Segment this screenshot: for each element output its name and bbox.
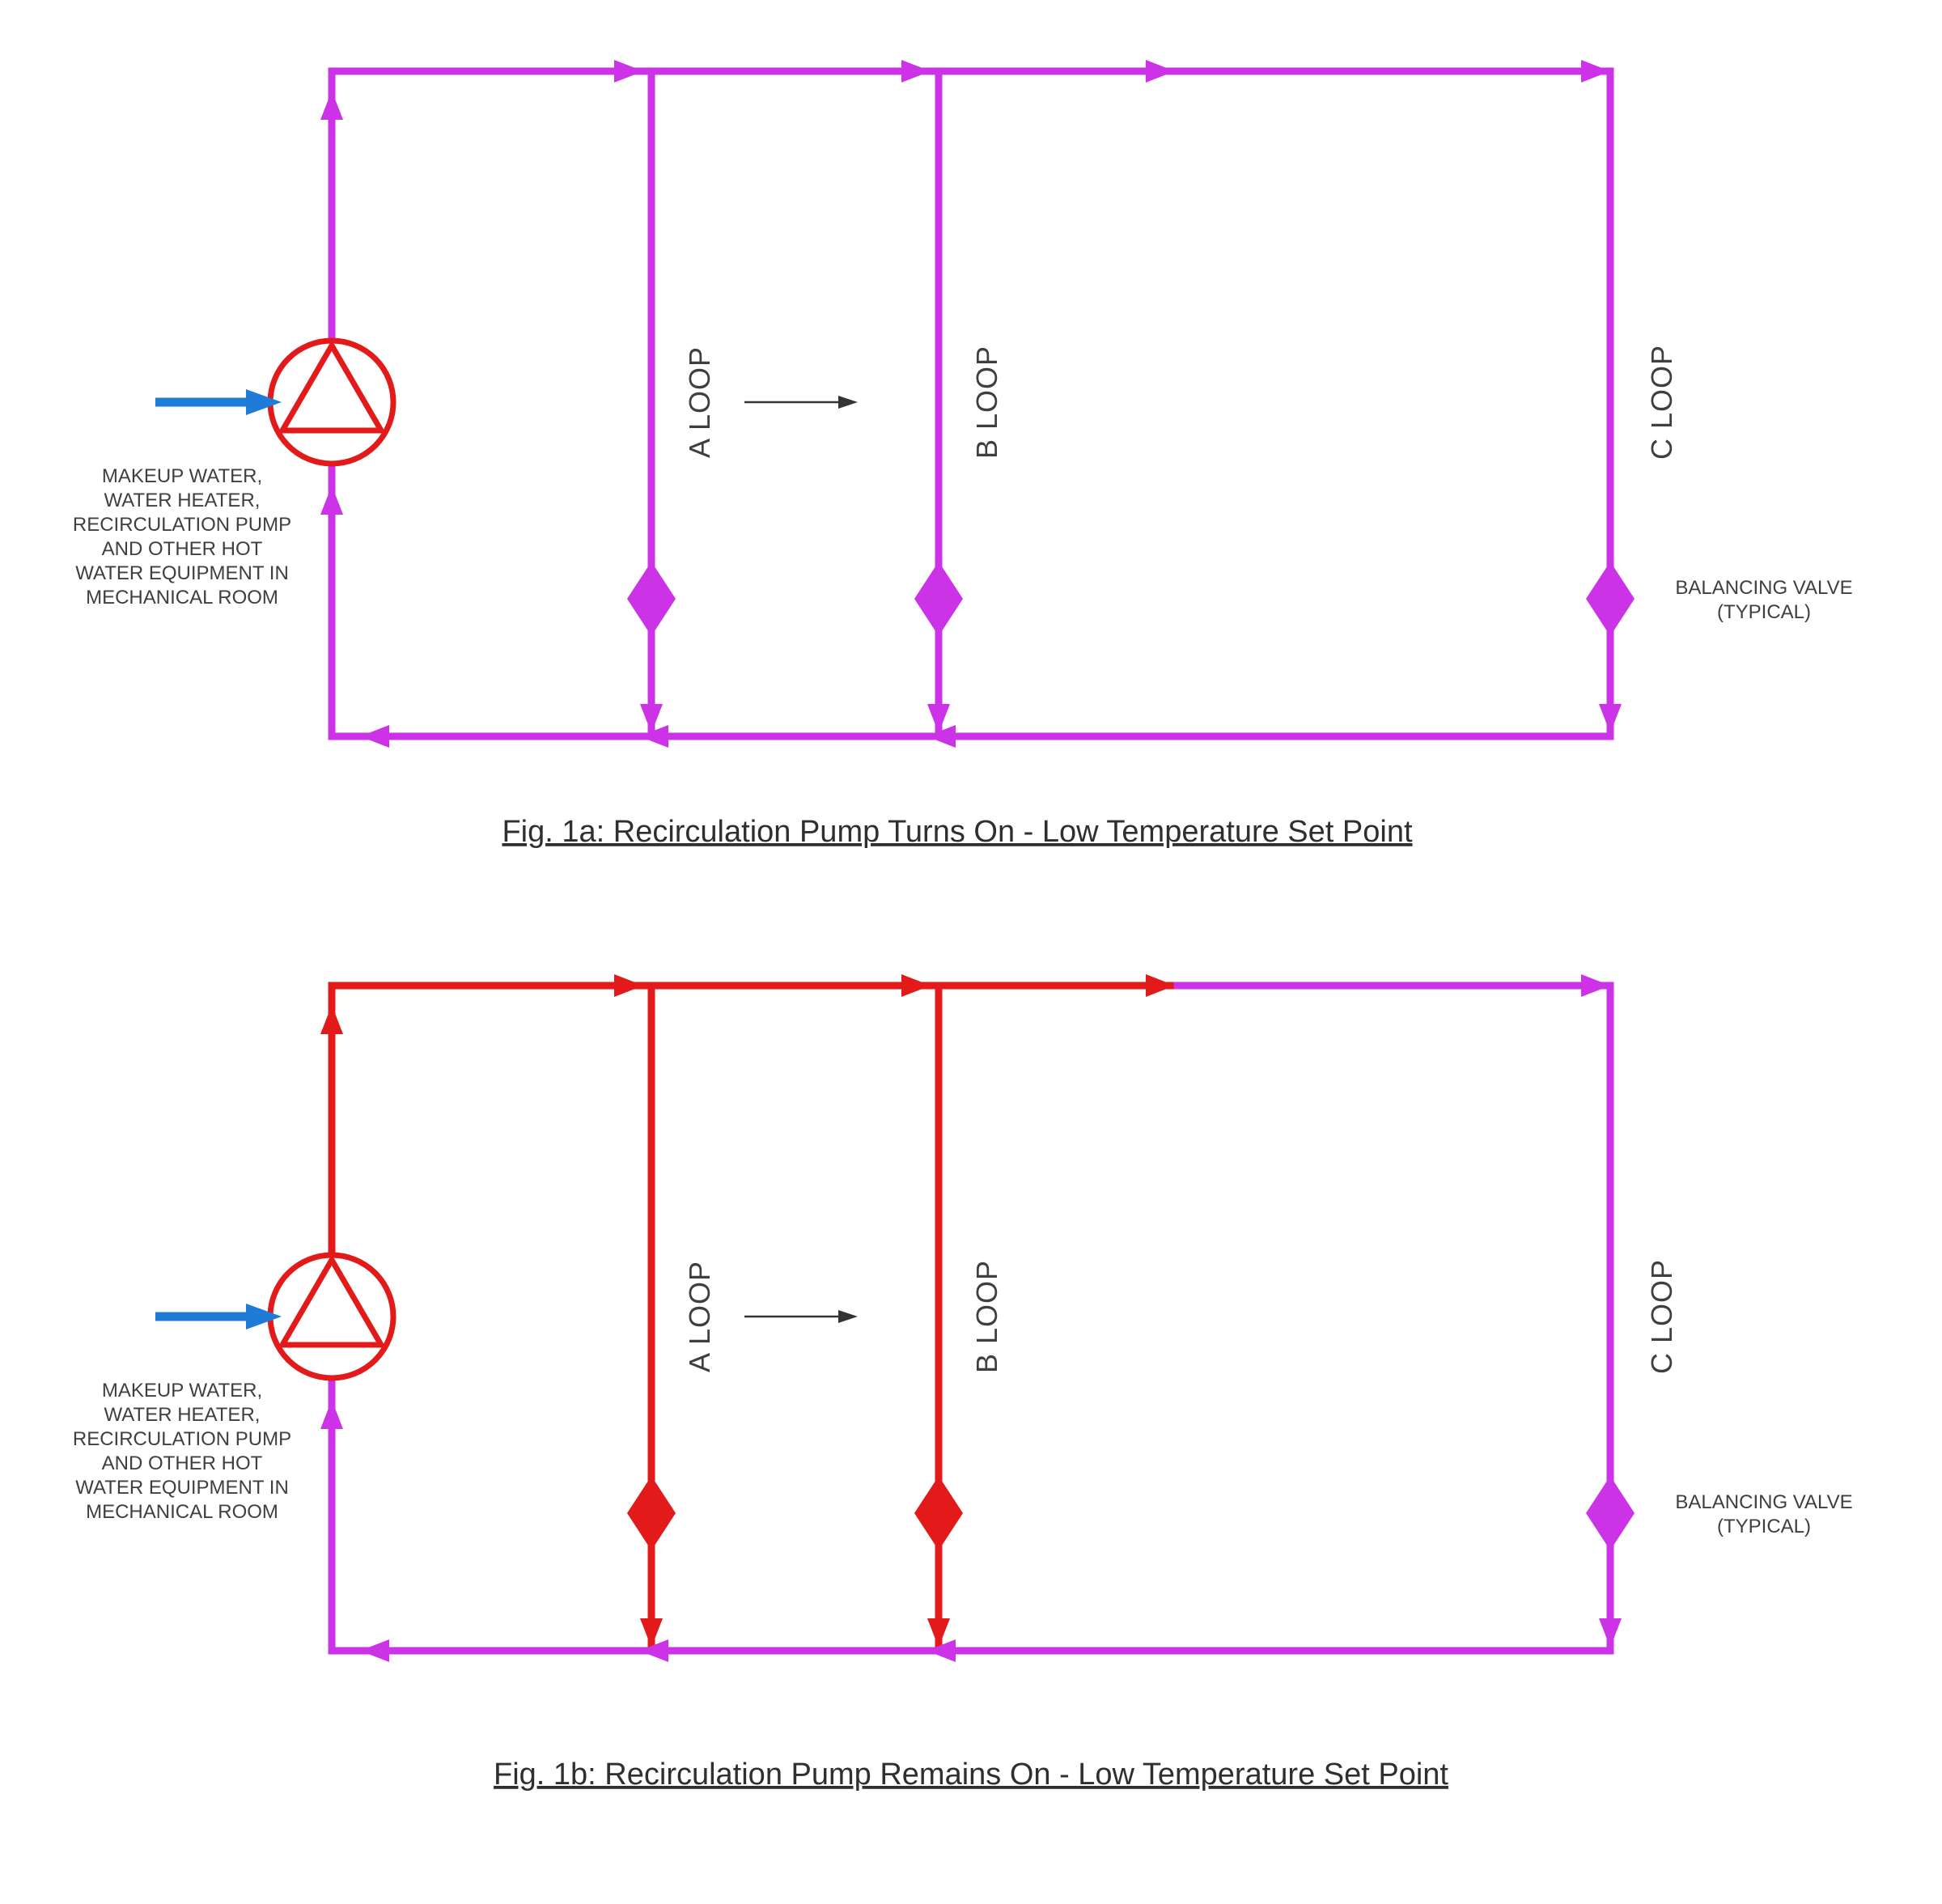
equipment-note: MAKEUP WATER, WATER HEATER, RECIRCULATIO… [73,1380,291,1523]
flow-arrow-icon [901,974,931,997]
equipment-note-line: WATER HEATER, [104,490,261,511]
equipment-note-line: RECIRCULATION PUMP [73,1428,291,1450]
equipment-note-line: MECHANICAL ROOM [86,1501,278,1523]
pump-casing [267,1252,396,1381]
balancing-valve-c [1586,1476,1635,1550]
figure-1a-caption: Fig. 1a: Recirculation Pump Turns On - L… [502,815,1412,849]
flow-arrow-icon [1146,974,1175,997]
equipment-note: MAKEUP WATER, WATER HEATER, RECIRCULATIO… [73,465,291,609]
fig-1b-diagram: MAKEUP WATER, WATER HEATER, RECIRCULATIO… [73,974,1853,1792]
equipment-note-line: WATER HEATER, [104,1404,261,1426]
inlet-flow-arrow-head [246,389,282,415]
flow-direction-arrow-icon [744,1310,858,1323]
flow-arrow-icon [614,60,643,83]
loop-c-label: C LOOP [1645,345,1678,460]
loop-c-label: C LOOP [1645,1259,1678,1374]
pump-casing [267,337,396,467]
flow-arrow-icon [360,1639,389,1662]
equipment-note-line: WATER EQUIPMENT IN [75,562,289,584]
figure-1b-caption: Fig. 1b: Recirculation Pump Remains On -… [494,1758,1448,1792]
balancing-valve-note: BALANCING VALVE (TYPICAL) [1675,1491,1852,1537]
flow-arrow-icon [639,1639,668,1662]
balancing-valve-b [914,562,963,636]
balancing-valve-note-line: (TYPICAL) [1717,601,1811,623]
loop-b-label: B LOOP [970,346,1003,459]
flow-arrow-icon [320,91,343,120]
balancing-valve-b [914,1476,963,1550]
inlet-flow-arrow-icon [155,389,282,415]
balancing-valve-note-line: (TYPICAL) [1717,1516,1811,1537]
flow-arrow-icon [320,1005,343,1034]
equipment-note-line: MAKEUP WATER, [102,465,262,487]
flow-arrow-icon [614,974,643,997]
flow-arrow-icon [1146,60,1175,83]
flow-arrow-icon [926,725,956,748]
balancing-valve-a [627,562,676,636]
inlet-flow-arrow-head [246,1304,282,1329]
equipment-note-line: WATER EQUIPMENT IN [75,1477,289,1499]
flow-arrow-icon [901,60,931,83]
fig-1a-diagram: MAKEUP WATER, WATER HEATER, RECIRCULATIO… [73,60,1853,849]
inlet-flow-arrow-icon [155,1304,282,1329]
equipment-note-line: AND OTHER HOT [102,1452,263,1474]
flow-arrow-icon [320,486,343,515]
loop-a-label: A LOOP [683,346,716,458]
flow-arrow-icon [360,725,389,748]
flow-arrow-icon [640,704,663,733]
flow-direction-arrow-icon [744,396,858,409]
pump-impeller-triangle [279,1257,384,1348]
equipment-note-line: RECIRCULATION PUMP [73,514,291,536]
loop-a-label: A LOOP [683,1261,716,1372]
equipment-note-line: AND OTHER HOT [102,538,263,560]
flow-direction-head [838,1310,858,1323]
pump-impeller-triangle [279,342,384,434]
flow-direction-head [838,396,858,409]
flow-arrow-icon [1599,704,1622,733]
flow-arrow-icon [926,1639,956,1662]
flow-arrow-icon [1599,1618,1622,1647]
flow-arrow-icon [1581,60,1610,83]
recirculation-pump-symbol [267,337,396,467]
flow-arrow-icon [927,1618,950,1647]
equipment-note-line: MECHANICAL ROOM [86,587,278,609]
flow-arrow-icon [640,1618,663,1647]
flow-arrow-icon [639,725,668,748]
recirculation-pump-symbol [267,1252,396,1381]
flow-arrow-icon [1581,974,1610,997]
balancing-valve-c [1586,562,1635,636]
balancing-valve-note-line: BALANCING VALVE [1675,577,1852,599]
flow-arrow-icon [320,1400,343,1429]
loop-b-label: B LOOP [970,1260,1003,1373]
flow-arrow-icon [927,704,950,733]
balancing-valve-note: BALANCING VALVE (TYPICAL) [1675,577,1852,623]
balancing-valve-a [627,1476,676,1550]
balancing-valve-note-line: BALANCING VALVE [1675,1491,1852,1513]
equipment-note-line: MAKEUP WATER, [102,1380,262,1401]
